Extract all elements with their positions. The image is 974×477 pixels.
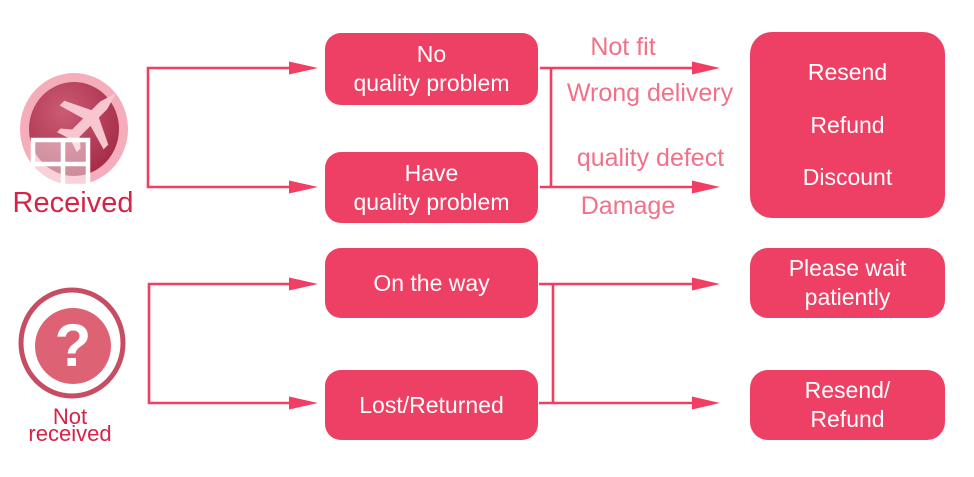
status-box-have-quality-problem: Have quality problem (325, 152, 538, 223)
status-box-lost-returned: Lost/Returned (325, 370, 538, 440)
status-box-no-quality-problem: No quality problem (325, 33, 538, 105)
arrowhead-icon (692, 180, 720, 194)
connector-not-received (147, 282, 291, 405)
outcome-box-resend-refund: Resend/ Refund (750, 370, 945, 440)
connector-received (146, 66, 291, 189)
arrowhead-icon (289, 396, 318, 410)
arrowhead-icon (289, 180, 318, 194)
arrowhead-icon (289, 61, 318, 75)
connector-shipping (539, 282, 694, 405)
reason-label-quality-defect: quality defect (576, 144, 725, 172)
not-received-label: Not received (28, 404, 112, 446)
reason-label-wrong-delivery: Wrong delivery (566, 79, 734, 107)
arrowhead-icon (692, 277, 720, 291)
question-mark-icon: ? (17, 286, 127, 400)
outcome-box-please-wait-patiently: Please wait patiently (750, 248, 945, 318)
arrowhead-icon (289, 277, 318, 291)
svg-text:?: ? (55, 312, 92, 379)
airplane-package-icon (18, 71, 130, 189)
received-label: Received (12, 187, 134, 219)
connector-quality (540, 66, 694, 189)
reason-label-not-fit: Not fit (590, 33, 656, 61)
status-box-on-the-way: On the way (325, 248, 538, 318)
outcome-box-resend-refund-discount: Resend Refund Discount (750, 32, 945, 218)
arrowhead-icon (692, 396, 720, 410)
reason-label-damage: Damage (580, 192, 676, 220)
arrowhead-icon (692, 61, 720, 75)
